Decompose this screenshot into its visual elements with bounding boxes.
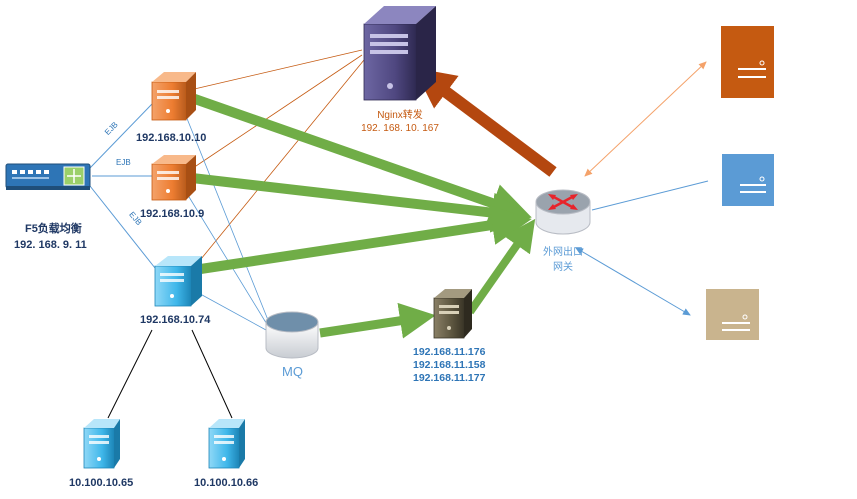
nginx-ip: 192. 168. 10. 167 <box>361 123 439 134</box>
flow-arrows <box>190 67 557 339</box>
connection-lines <box>89 49 709 419</box>
mq-server-icon <box>433 289 472 339</box>
mq-server-ip-2: 192.168.11.158 <box>413 359 486 371</box>
arrow-10-74-gateway <box>193 205 532 275</box>
f5-ip: 192. 168. 9. 11 <box>14 239 87 251</box>
mq-server-ips: 192.168.11.176 192.168.11.158 192.168.11… <box>413 346 485 385</box>
arrow-10-9-gateway <box>191 173 532 233</box>
server-10-9-ip: 192.168.10.9 <box>140 208 205 220</box>
external-tan-server-icon <box>706 289 759 340</box>
arrow-gateway-nginx <box>413 67 557 177</box>
arrow-mqserver-gateway <box>466 218 536 315</box>
line-10-9-nginx <box>189 54 363 171</box>
server-10-10-ip: 192.168.10.10 <box>136 132 207 144</box>
mq-cylinder-icon <box>265 311 319 359</box>
external-orange-server-icon <box>721 26 774 98</box>
gateway-label-line1: 外网出口 <box>543 247 583 258</box>
ejb-label-2: EJB <box>116 158 131 167</box>
line-10-74-mq <box>192 289 267 331</box>
server-10-74-icon <box>154 256 202 307</box>
f5-load-balancer-icon <box>5 163 91 190</box>
gateway-label-line2: 网关 <box>553 262 573 273</box>
line-10-10-mq <box>185 115 271 326</box>
server-10-74-ip: 192.168.10.74 <box>140 314 211 326</box>
line-gateway-orange <box>584 61 707 177</box>
line-gateway-blue <box>591 180 709 211</box>
mq-server-ip-3: 192.168.11.177 <box>413 372 486 384</box>
line-f5-10-74 <box>89 185 156 269</box>
line-gateway-tan <box>575 247 691 316</box>
line-10-74-nginx <box>191 59 365 271</box>
external-blue-server-icon <box>722 154 774 206</box>
line-10-74-client-65 <box>107 329 153 419</box>
line-10-74-client-66 <box>191 329 233 419</box>
gateway-router-icon <box>535 189 591 235</box>
server-10-10-icon <box>151 72 196 121</box>
server-10-9-icon <box>151 155 196 201</box>
mq-label: MQ <box>282 364 303 379</box>
client-65-ip: 10.100.10.65 <box>69 477 134 489</box>
f5-title: F5负载均衡 <box>24 223 82 235</box>
line-10-9-mq <box>185 191 269 327</box>
nginx-label: Nginx转发 192. 168. 10. 167 <box>356 106 444 134</box>
gateway-label: 外网出口 网关 <box>536 243 590 273</box>
client-server-66-icon <box>208 419 245 469</box>
mq-server-ip-1: 192.168.11.176 <box>413 346 486 358</box>
client-66-ip: 10.100.10.66 <box>194 477 259 489</box>
line-10-10-nginx <box>189 49 363 91</box>
arrow-mq-server <box>319 302 436 339</box>
line-f5-10-10 <box>89 103 153 169</box>
nginx-server-icon <box>363 6 436 101</box>
arrow-10-10-gateway <box>190 93 531 223</box>
f5-label: F5负载均衡 192. 168. 9. 11 <box>14 220 87 251</box>
nginx-title: Nginx转发 <box>377 110 423 121</box>
client-server-65-icon <box>83 419 120 469</box>
